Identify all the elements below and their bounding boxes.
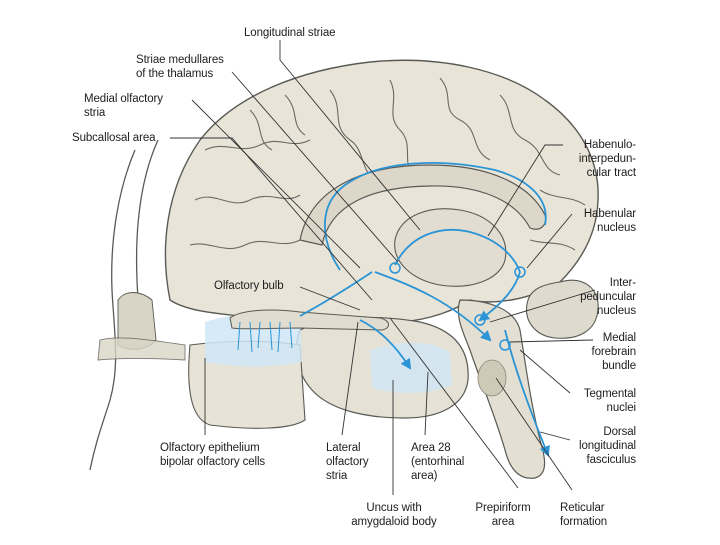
pathway-nodes <box>389 262 526 351</box>
olfactory-receptor-fibers <box>237 321 293 353</box>
leader-subcallosal-area <box>170 137 373 301</box>
label-lateral-olfactory-stria: Lateral olfactory stria <box>326 442 369 482</box>
label-subcallosal-area: Subcallosal area <box>72 132 156 144</box>
label-reticular-formation: Reticular formation <box>560 502 608 528</box>
label-interpeduncular-nucleus: Inter- peduncular nucleus <box>580 277 636 317</box>
label-olfactory-bulb: Olfactory bulb <box>214 280 284 292</box>
leader-dorsal-longitudinal-fasciculus <box>539 431 571 441</box>
leader-longitudinal-striae <box>279 40 421 231</box>
label-medial-olfactory-stria: Medial olfactory stria <box>84 93 163 119</box>
label-habenular-nucleus: Habenular nucleus <box>583 208 636 234</box>
dorsal-longitudinal-fasciculus-path <box>504 329 550 458</box>
label-striae-medullares: Striae medullares of the thalamus <box>136 54 224 80</box>
label-dorsal-longitudinal-fasciculus: Dorsal longitudinal fasciculus <box>579 426 636 466</box>
label-prepiriform-area: Prepiriform area <box>475 502 531 528</box>
sinus-bone-texture <box>97 292 186 361</box>
leader-interpeduncular-nucleus <box>489 289 596 323</box>
label-uncus: Uncus with amygdaloid body <box>351 502 437 528</box>
leader-medial-forebrain-bundle <box>509 339 594 343</box>
medial-forebrain-bundle-path <box>374 271 492 342</box>
label-olfactory-epithelium: Olfactory epithelium bipolar olfactory c… <box>160 442 266 468</box>
label-longitudinal-striae: Longitudinal striae <box>244 27 336 39</box>
label-medial-forebrain-bundle: Medial forebrain bundle <box>591 332 637 372</box>
leader-prepiriform-area <box>389 317 519 489</box>
leader-area-28 <box>424 371 429 436</box>
label-tegmental-nuclei: Tegmental nuclei <box>583 388 636 414</box>
striae-medullares-path <box>394 228 521 273</box>
leader-lateral-olfactory-stria <box>341 321 359 436</box>
leader-olfactory-bulb <box>299 286 361 311</box>
thalamus <box>394 208 507 287</box>
corpus-callosum <box>299 164 547 246</box>
leader-habenulo-tract <box>487 144 563 237</box>
olfactory-bulb <box>229 309 389 331</box>
leader-reticular-formation <box>495 377 573 491</box>
cerebrum <box>164 59 599 324</box>
longitudinal-striae-path <box>324 161 547 271</box>
leader-lines <box>170 40 596 495</box>
pons-nucleus <box>477 359 507 397</box>
leader-tegmental-nuclei <box>519 349 571 394</box>
entorhinal-region <box>370 342 452 393</box>
label-habenulo-interpeduncular-tract: Habenulo- interpedun- cular tract <box>578 139 636 179</box>
olfactory-tract-path <box>299 271 373 317</box>
label-area-28: Area 28 (entorhinal area) <box>411 442 465 482</box>
leader-striae-medullares <box>231 71 399 263</box>
leader-habenular-nucleus <box>526 213 573 269</box>
lateral-olfactory-stria-path <box>359 319 412 370</box>
leader-medial-olfactory-stria <box>191 99 361 269</box>
